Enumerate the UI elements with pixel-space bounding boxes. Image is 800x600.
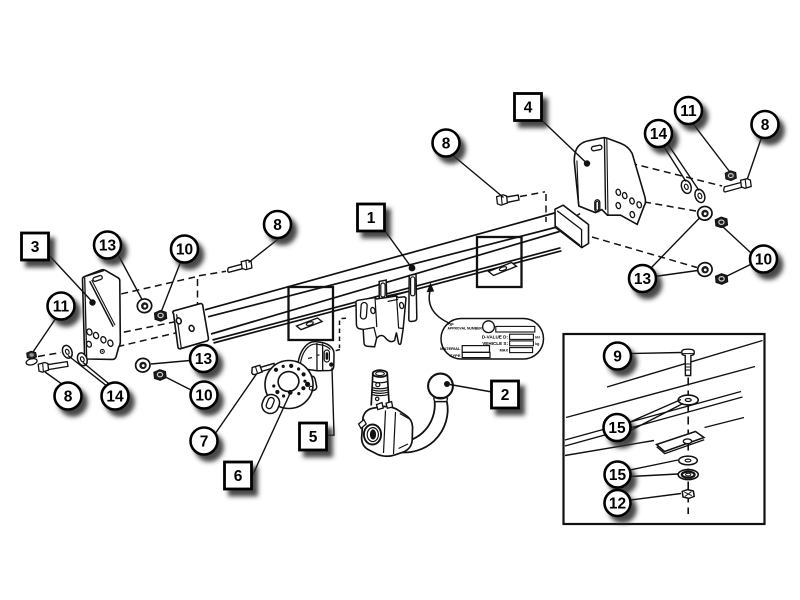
svg-text:13: 13: [634, 271, 652, 288]
svg-text:10: 10: [195, 388, 212, 405]
svg-text:13: 13: [99, 238, 117, 255]
svg-text:kN: kN: [535, 335, 540, 339]
svg-text:APPROVAL NUMBER: APPROVAL NUMBER: [448, 326, 483, 330]
svg-text:8: 8: [64, 389, 73, 406]
svg-text:11: 11: [680, 103, 697, 120]
svg-text:VEHICLE S:: VEHICLE S:: [482, 341, 508, 346]
svg-text:MATERIAL: MATERIAL: [440, 346, 461, 351]
svg-text:6: 6: [234, 468, 243, 485]
svg-text:10: 10: [176, 242, 193, 259]
svg-text:1: 1: [367, 210, 376, 227]
svg-text:kg: kg: [535, 342, 539, 346]
svg-text:3: 3: [31, 239, 40, 256]
svg-text:2: 2: [501, 387, 510, 404]
svg-text:8: 8: [442, 136, 451, 153]
svg-text:15: 15: [608, 420, 626, 437]
svg-text:10: 10: [755, 252, 772, 269]
svg-text:Typ:: Typ:: [448, 322, 455, 326]
svg-text:8: 8: [273, 217, 282, 234]
svg-text:15: 15: [609, 467, 627, 484]
svg-text:D-VALUE D:: D-VALUE D:: [482, 335, 509, 340]
svg-text:9: 9: [613, 349, 622, 366]
svg-text:11: 11: [53, 299, 70, 316]
svg-text:7: 7: [200, 434, 209, 451]
svg-text:8: 8: [761, 117, 770, 134]
svg-text:14: 14: [106, 389, 124, 406]
svg-text:5: 5: [309, 429, 318, 446]
svg-text:4: 4: [524, 100, 533, 117]
svg-text:12: 12: [609, 496, 626, 513]
svg-text:MAX: MAX: [500, 349, 509, 353]
svg-text:14: 14: [650, 126, 668, 143]
svg-text:13: 13: [195, 351, 213, 368]
svg-text:TYPE: TYPE: [450, 353, 461, 358]
